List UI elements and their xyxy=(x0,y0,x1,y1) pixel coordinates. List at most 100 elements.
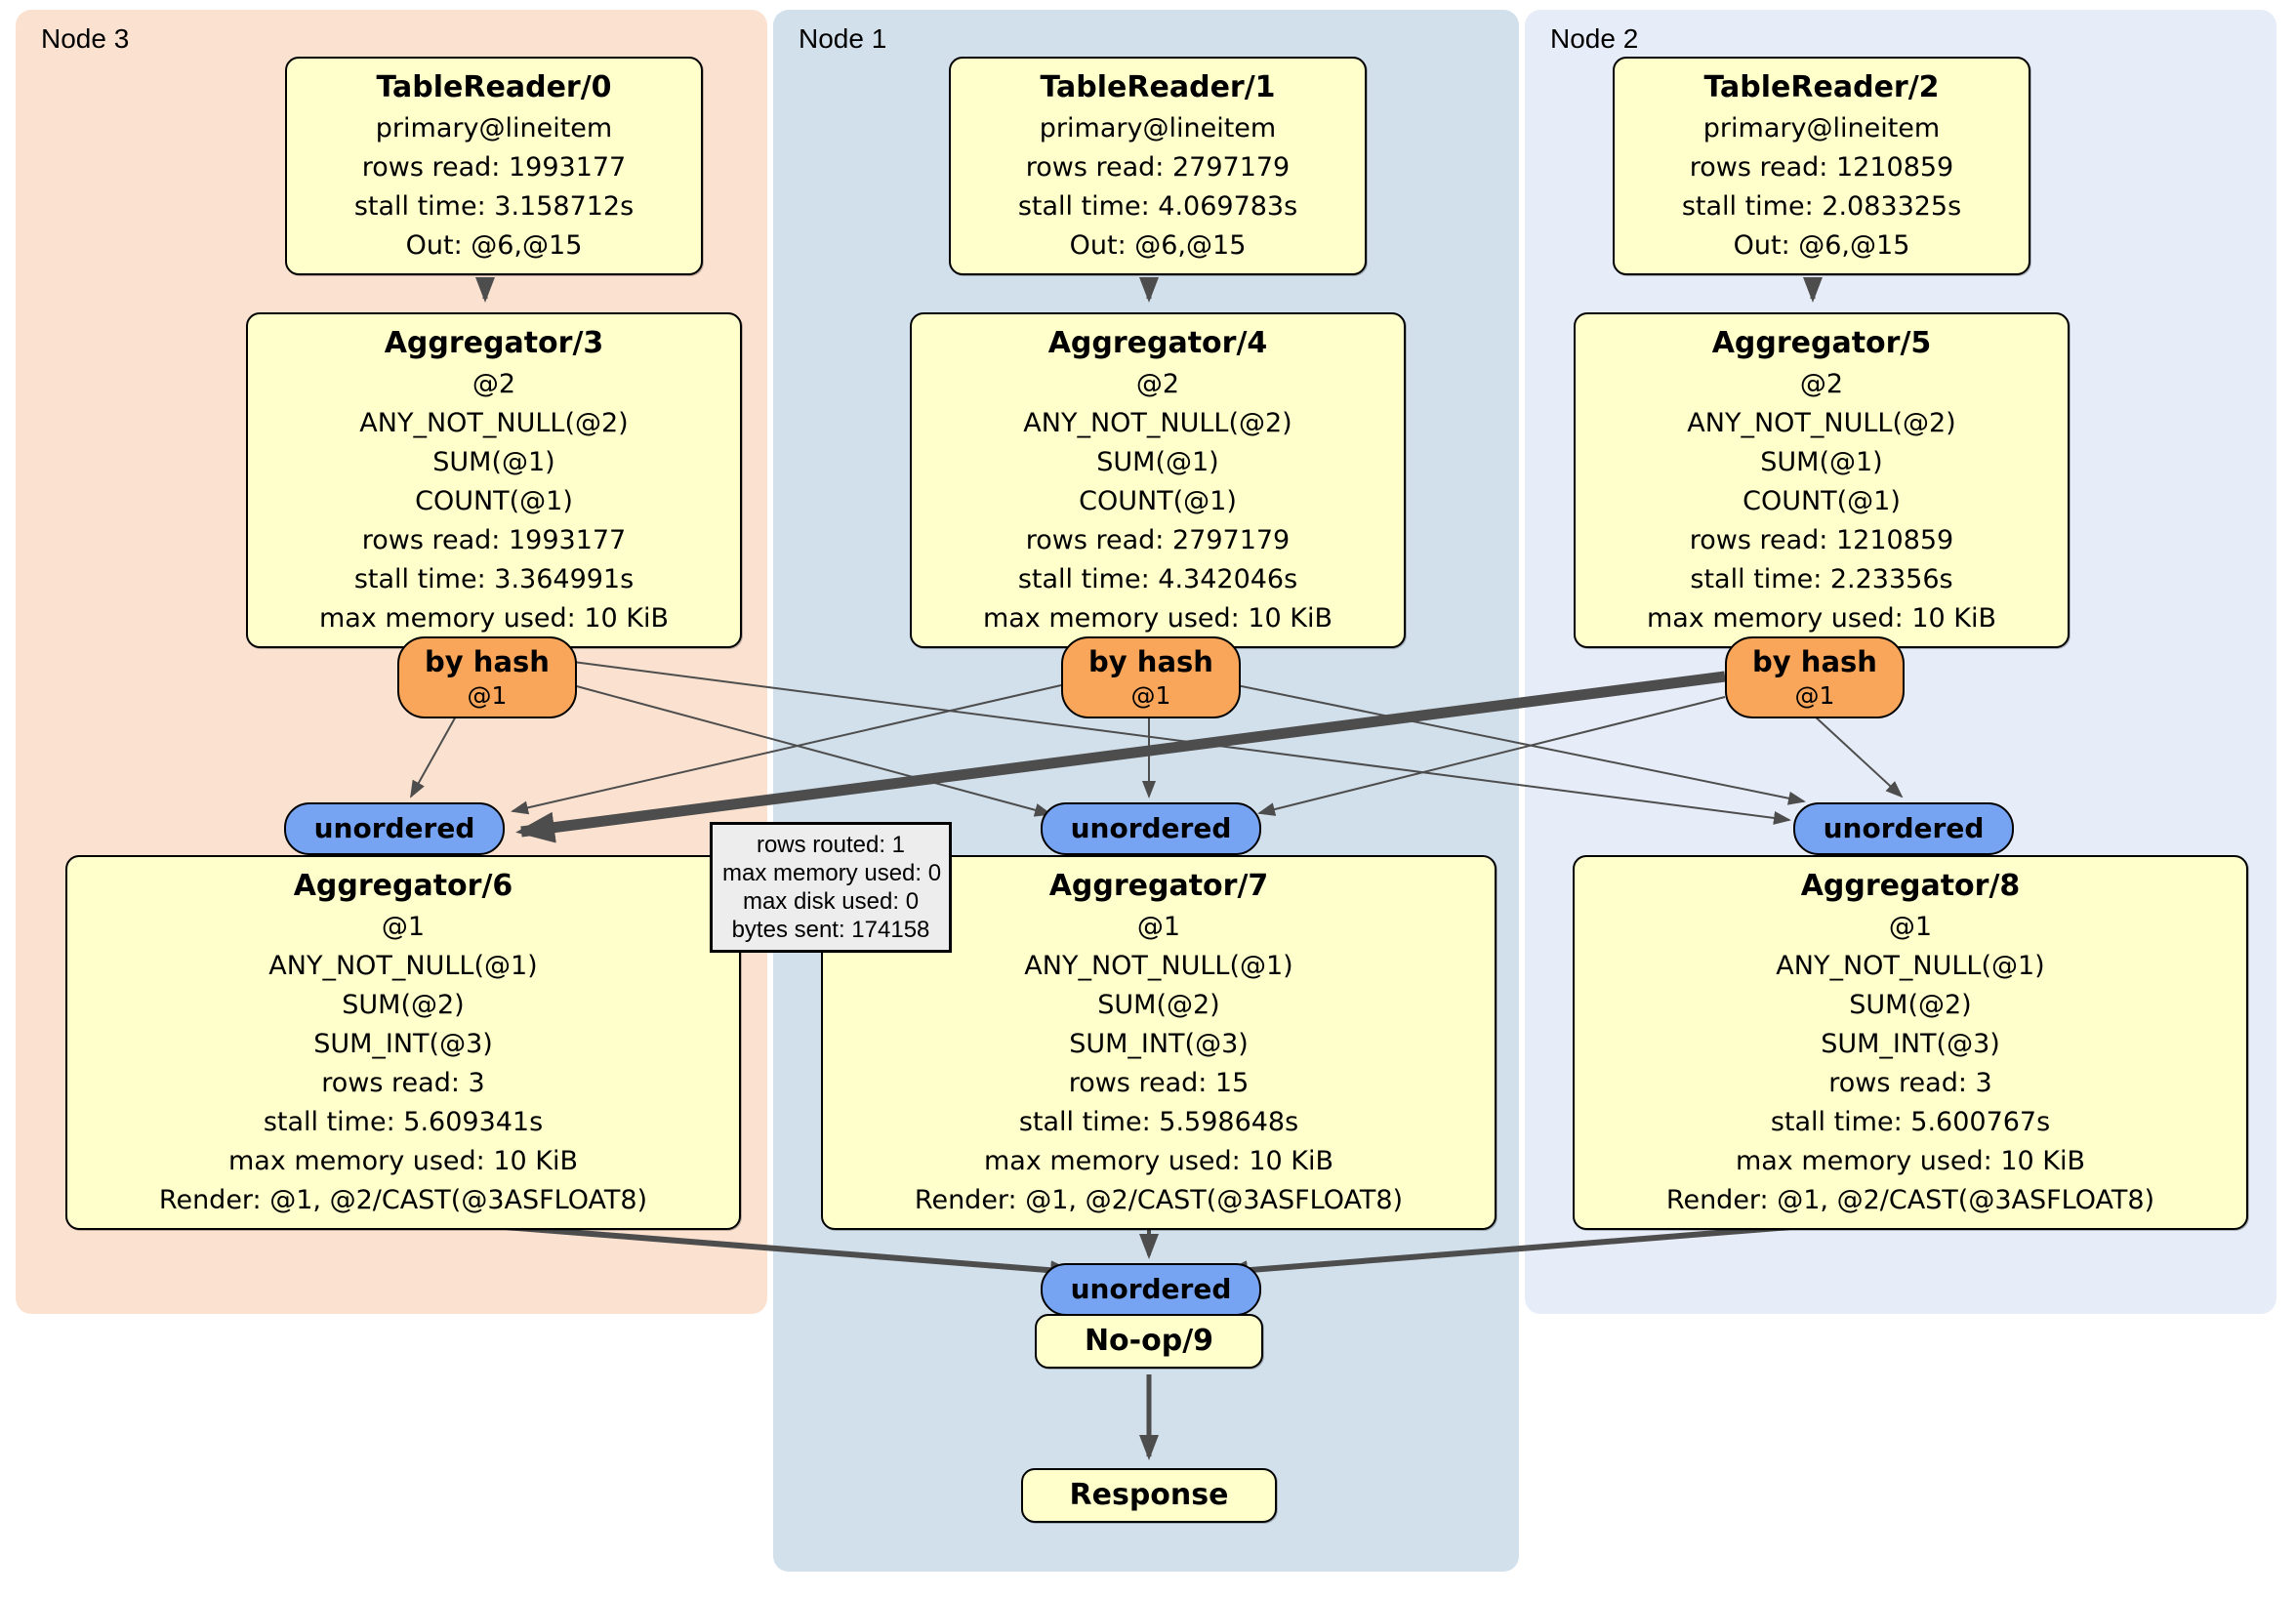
processor-line: ANY_NOT_NULL(@2) xyxy=(359,408,629,438)
tooltip-line: bytes sent: 174158 xyxy=(731,917,930,943)
processor-line: @2 xyxy=(1135,369,1180,399)
sync-unordered-node1: unordered xyxy=(1041,802,1261,855)
processor-line: stall time: 3.158712s xyxy=(353,191,635,222)
processor-line: stall time: 4.069783s xyxy=(1017,191,1298,222)
tooltip-line: max disk used: 0 xyxy=(742,888,920,915)
processor-line: Out: @6,@15 xyxy=(1069,230,1247,261)
processor-line: SUM(@1) xyxy=(1096,447,1219,477)
processor-title: TableReader/2 xyxy=(1703,70,1940,104)
router-label: by hash xyxy=(1752,645,1877,678)
processor-line: rows read: 15 xyxy=(1068,1068,1250,1098)
router-detail: @1 xyxy=(467,681,508,710)
edge-aggregator6-to-unordered-final[interactable] xyxy=(468,1221,1076,1281)
processor-line: @2 xyxy=(472,369,516,399)
edge-byhash-node3-to-unordered-node2[interactable] xyxy=(572,661,1791,825)
processor-aggregator-8: Aggregator/8 @1 ANY_NOT_NULL(@1) SUM(@2)… xyxy=(1573,855,2248,1230)
edge-aggregator8-to-unordered-final[interactable] xyxy=(1222,1221,1828,1281)
sync-label: unordered xyxy=(1823,812,1985,844)
processor-line: rows read: 2797179 xyxy=(1025,525,1291,555)
processor-line: primary@lineitem xyxy=(375,113,613,143)
processor-line: SUM_INT(@3) xyxy=(313,1029,493,1059)
region-node2-label: Node 2 xyxy=(1550,23,1639,54)
edge-byhash-node2-to-unordered-node1[interactable] xyxy=(1257,696,1726,816)
processor-title: No-op/9 xyxy=(1084,1324,1214,1358)
processor-line: SUM_INT(@3) xyxy=(1069,1029,1249,1059)
edge-byhash-node1-to-unordered-node2[interactable] xyxy=(1236,684,1806,805)
processor-line: SUM_INT(@3) xyxy=(1821,1029,2000,1059)
processor-line: @1 xyxy=(1136,912,1181,942)
processor-line: SUM(@2) xyxy=(1849,990,1972,1020)
processor-line: max memory used: 10 KiB xyxy=(318,603,670,634)
sync-unordered-node2: unordered xyxy=(1793,802,2014,855)
processor-line: rows read: 1210859 xyxy=(1689,152,1954,183)
processor-line: SUM(@1) xyxy=(1760,447,1883,477)
processor-line: Render: @1, @2/CAST(@3ASFLOAT8) xyxy=(914,1185,1404,1215)
edge-byhash-node3-to-unordered-node1[interactable] xyxy=(572,684,1052,817)
processor-line: max memory used: 10 KiB xyxy=(983,1146,1334,1176)
processor-line: rows read: 3 xyxy=(1828,1068,1992,1098)
processor-line: SUM(@1) xyxy=(432,447,555,477)
processor-line: primary@lineitem xyxy=(1039,113,1277,143)
processor-line: rows read: 2797179 xyxy=(1025,152,1291,183)
processor-line: Out: @6,@15 xyxy=(1733,230,1910,261)
processor-line: rows read: 1210859 xyxy=(1689,525,1954,555)
processor-title: TableReader/0 xyxy=(376,70,612,104)
processor-line: COUNT(@1) xyxy=(1079,486,1237,516)
processor-line: SUM(@2) xyxy=(342,990,465,1020)
processor-title: Aggregator/4 xyxy=(1047,326,1268,360)
processor-aggregator-3: Aggregator/3 @2 ANY_NOT_NULL(@2) SUM(@1)… xyxy=(246,312,742,648)
processor-tablereader-2: TableReader/2 primary@lineitem rows read… xyxy=(1613,57,2030,275)
processor-line: ANY_NOT_NULL(@2) xyxy=(1687,408,1956,438)
sync-unordered-final: unordered xyxy=(1041,1263,1261,1316)
processor-tablereader-0: TableReader/0 primary@lineitem rows read… xyxy=(285,57,703,275)
processor-tablereader-1: TableReader/1 primary@lineitem rows read… xyxy=(949,57,1367,275)
edge-byhash-node3-to-unordered-node3[interactable] xyxy=(410,714,458,798)
router-by-hash-node1: by hash @1 xyxy=(1061,636,1241,718)
processor-line: rows read: 1993177 xyxy=(361,525,627,555)
processor-line: ANY_NOT_NULL(@1) xyxy=(268,951,538,981)
sync-label: unordered xyxy=(1070,1273,1232,1305)
processor-line: max memory used: 10 KiB xyxy=(227,1146,579,1176)
processor-line: max memory used: 10 KiB xyxy=(1735,1146,2086,1176)
router-by-hash-node3: by hash @1 xyxy=(397,636,577,718)
sync-label: unordered xyxy=(313,812,475,844)
processor-line: ANY_NOT_NULL(@2) xyxy=(1023,408,1292,438)
processor-line: ANY_NOT_NULL(@1) xyxy=(1776,951,2045,981)
processor-line: primary@lineitem xyxy=(1702,113,1941,143)
edge-byhash-node2-to-unordered-node2[interactable] xyxy=(1812,714,1904,798)
processor-line: Render: @1, @2/CAST(@3ASFLOAT8) xyxy=(1665,1185,2155,1215)
processor-line: stall time: 3.364991s xyxy=(353,564,635,594)
processor-line: Out: @6,@15 xyxy=(405,230,583,261)
tooltip-line: rows routed: 1 xyxy=(756,832,906,858)
processor-title: Aggregator/6 xyxy=(293,869,513,903)
region-node3-label: Node 3 xyxy=(41,23,130,54)
processor-line: @2 xyxy=(1799,369,1844,399)
edge-stats-tooltip: rows routed: 1 max memory used: 0 max di… xyxy=(710,822,952,953)
edge-byhash-node2-to-unordered-node3[interactable] xyxy=(515,671,1726,843)
edge-byhash-node1-to-unordered-node3[interactable] xyxy=(511,684,1062,815)
router-label: by hash xyxy=(1088,645,1213,678)
processor-line: ANY_NOT_NULL(@1) xyxy=(1024,951,1293,981)
processor-line: rows read: 1993177 xyxy=(361,152,627,183)
region-node1-label: Node 1 xyxy=(799,23,887,54)
sync-label: unordered xyxy=(1070,812,1232,844)
processor-line: stall time: 5.598648s xyxy=(1018,1107,1299,1137)
processor-title: Aggregator/3 xyxy=(384,326,604,360)
processor-line: @1 xyxy=(381,912,426,942)
processor-aggregator-6: Aggregator/6 @1 ANY_NOT_NULL(@1) SUM(@2)… xyxy=(65,855,741,1230)
processor-title: TableReader/1 xyxy=(1040,70,1276,104)
processor-aggregator-4: Aggregator/4 @2 ANY_NOT_NULL(@2) SUM(@1)… xyxy=(910,312,1406,648)
processor-line: COUNT(@1) xyxy=(415,486,573,516)
processor-title: Aggregator/8 xyxy=(1800,869,2021,903)
processor-title: Aggregator/5 xyxy=(1711,326,1932,360)
processor-line: SUM(@2) xyxy=(1097,990,1220,1020)
processor-line: stall time: 2.23356s xyxy=(1690,564,1953,594)
processor-title: Response xyxy=(1069,1478,1229,1512)
processor-line: Render: @1, @2/CAST(@3ASFLOAT8) xyxy=(158,1185,648,1215)
router-detail: @1 xyxy=(1794,681,1835,710)
router-by-hash-node2: by hash @1 xyxy=(1725,636,1905,718)
processor-line: @1 xyxy=(1888,912,1933,942)
processor-line: stall time: 4.342046s xyxy=(1017,564,1298,594)
